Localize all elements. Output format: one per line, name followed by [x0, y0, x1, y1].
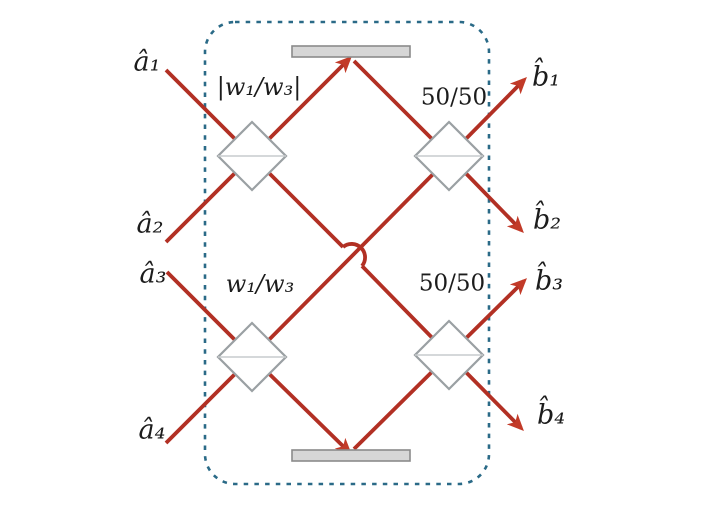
splitter-ratio-label-bottom-right: 50/50: [418, 270, 486, 297]
output-label-b4: b̂₄: [536, 399, 566, 431]
splitter-ratio-label-bottom-left: w₁/w₃: [225, 270, 295, 298]
splitter-ratio-label-top-left: |w₁/w₃|: [216, 73, 302, 101]
mirror-bottom: [291, 449, 411, 462]
splitter-ratio-label-top-right: 50/50: [420, 84, 488, 111]
output-label-b2: b̂₂: [532, 204, 562, 236]
input-label-a3: â₃: [139, 258, 167, 290]
input-label-a1: â₁: [133, 46, 161, 78]
beam-splitter-bottom-right: [413, 319, 485, 391]
beam-splitter-bottom-left: [216, 321, 288, 393]
beam-paths: [164, 56, 527, 455]
input-label-a2: â₂: [136, 208, 164, 240]
dashed-boundary-box: [203, 20, 491, 486]
beam-crossing-hop-arc: [341, 242, 367, 268]
input-label-a4: â₄: [138, 414, 166, 446]
mirror-top: [291, 45, 411, 58]
beam-bs3-to-bs2: [250, 156, 451, 359]
beam-splitter-top-right: [413, 120, 485, 192]
output-label-b1: b̂₁: [531, 61, 561, 93]
output-label-b3: b̂₃: [534, 265, 564, 297]
beam-splitter-top-left: [216, 120, 288, 192]
